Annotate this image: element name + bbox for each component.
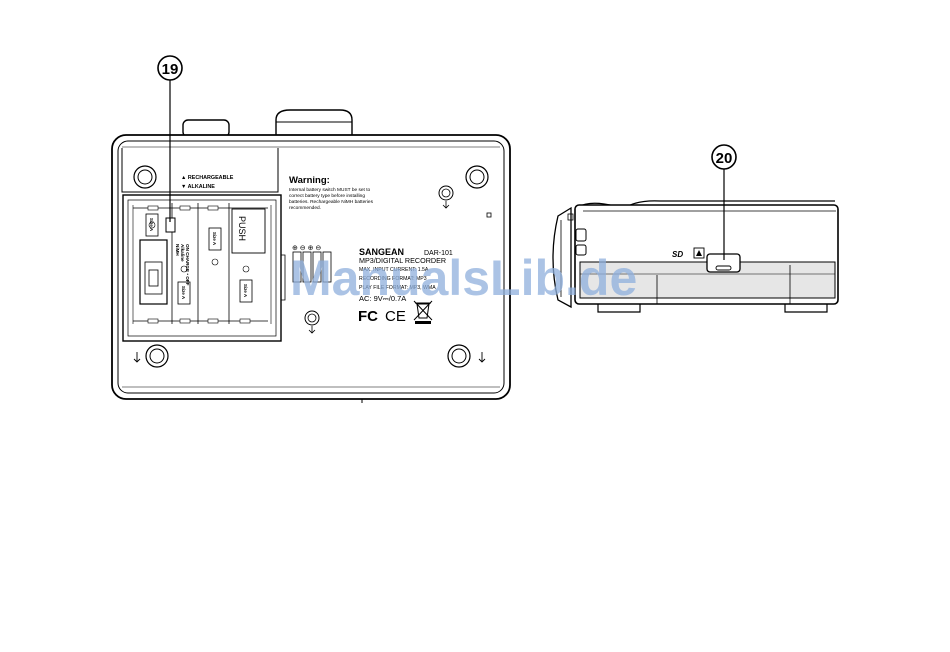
product-subtitle: MP3/DIGITAL RECORDER (359, 256, 446, 265)
callout-20: 20 (711, 144, 737, 260)
brand-logo-text: SANGEAN (359, 247, 404, 257)
polarity-symbols: ⊕ ⊖ ⊕ ⊖ (292, 245, 321, 252)
screw-boss-top-left (133, 165, 157, 189)
side-foot-right (784, 304, 828, 313)
warning-title: Warning: (289, 175, 330, 186)
dc-terminal-block (292, 251, 332, 283)
switch-label-alkaline: Alkaline (180, 244, 185, 262)
screw-boss-bottom-left (145, 344, 169, 368)
spec-line-2: RECORDING FORMAT: MP3 (359, 276, 427, 282)
screw-hole-center (304, 310, 320, 334)
warning-line-1: Internal battery switch MUST be set to (289, 187, 371, 193)
cell-label-4: Size A (243, 284, 248, 298)
side-button[interactable] (575, 244, 587, 256)
warning-line-4: recommended. (289, 205, 321, 211)
callout-20-number: 20 (716, 150, 733, 167)
side-button[interactable] (575, 228, 587, 242)
switch-label-off: ON CHARGE • OFF (185, 244, 190, 286)
side-foot-left (597, 304, 641, 313)
legend-alkaline: ▼ ALKALINE (181, 184, 215, 190)
weee-bin-icon (413, 300, 433, 324)
model-number: DAR-101 (424, 250, 453, 257)
fc-mark: FC (358, 308, 378, 325)
screw-boss-top-right (465, 165, 489, 189)
callout-19-number: 19 (162, 61, 179, 78)
sd-card-label: SD (672, 250, 683, 259)
switch-label-nimh: NiMH (175, 244, 180, 256)
push-tab[interactable] (231, 208, 266, 254)
top-knob-right (275, 109, 353, 137)
arrow-icon (478, 352, 486, 363)
warning-line-3: batteries. Rechargeable NiMH batteries (289, 199, 374, 205)
legend-rechargeable: ▲ RECHARGEABLE (181, 175, 234, 181)
side-knob (552, 206, 572, 309)
screw-boss-bottom-right (447, 344, 471, 368)
cell-label-2: Size A (181, 286, 186, 300)
spec-line-1: MAX. INPUT CURRENT: 1.5A (359, 267, 429, 273)
device-side-view: SD (552, 200, 839, 313)
watermark-text: ManualsLib.de (290, 250, 637, 306)
ce-mark: CE (385, 308, 406, 325)
cell-label-3: Size A (212, 232, 217, 246)
power-rating: AC: 9V⎓/0.7A (359, 294, 406, 303)
push-label: PUSH (237, 216, 247, 241)
screw-hole-upper-middle (438, 185, 454, 209)
upper-shelf (121, 148, 279, 193)
arrow-icon (133, 352, 141, 363)
spec-line-3: PLAY FILE FORMAT: MP3, WMA (359, 285, 436, 291)
callout-19: 19 (157, 55, 183, 222)
warning-line-2: correct battery type before installing (289, 193, 365, 199)
device-back-view: ▲ RECHARGEABLE ▼ ALKALINE NiMH Alkaline … (111, 109, 511, 403)
battery-compartment (122, 194, 282, 342)
cell-label-1: Size A (149, 218, 154, 232)
